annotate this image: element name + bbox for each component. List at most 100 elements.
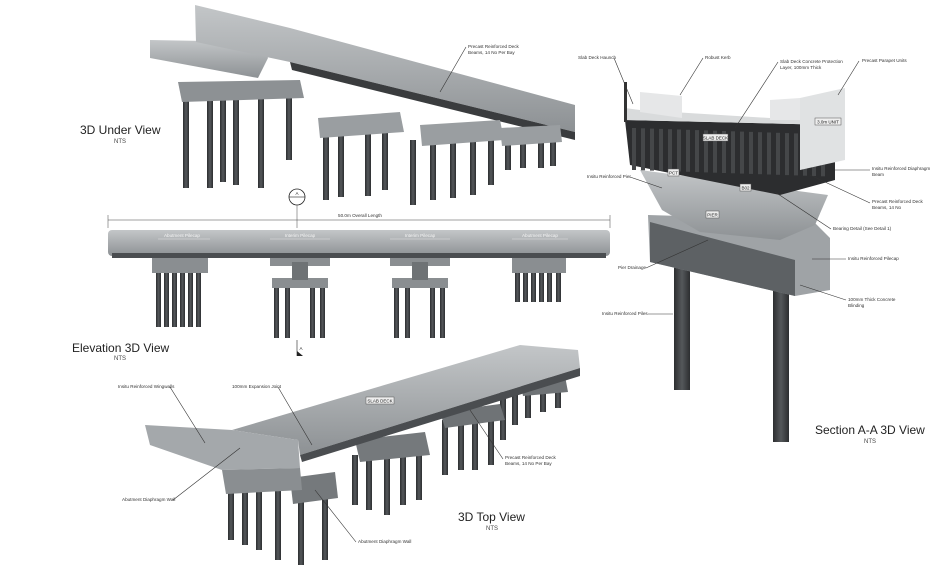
- section-view-title: Section A-A 3D View: [815, 423, 925, 437]
- beam-rib: [776, 132, 780, 175]
- under-view-deck-beams: [290, 62, 575, 140]
- abutment-pilecap-right: [512, 255, 566, 273]
- pile: [164, 270, 169, 327]
- label-blinding: 100mm Thick Concrete: [848, 297, 896, 302]
- slab-deck-tag: [365, 396, 395, 405]
- pile: [458, 420, 464, 470]
- under-view-title: 3D Under View: [80, 123, 161, 137]
- interim-pilecap-2: [392, 278, 448, 288]
- pile: [242, 485, 248, 545]
- section-parapet-right: [800, 88, 845, 170]
- label-deck-beams-cont: Beams, 14 No Per Bay: [505, 461, 552, 466]
- pile: [430, 140, 436, 200]
- pile: [539, 270, 544, 302]
- pile: [180, 270, 185, 327]
- top-view-title: 3D Top View: [458, 510, 525, 524]
- label-blinding-cont: Blinding: [848, 303, 865, 308]
- leader-line: [809, 174, 871, 204]
- label-haunch: Slab Deck Haunch: [578, 55, 616, 60]
- beam-rib: [767, 132, 771, 175]
- section-marker-letter: A: [295, 191, 298, 196]
- leader-line: [613, 57, 634, 105]
- pile: [430, 286, 435, 338]
- beam-rib: [632, 128, 636, 170]
- top-view-wingwall-deck: [145, 425, 300, 470]
- pile: [523, 270, 528, 302]
- elevation-view-title: Elevation 3D View: [72, 341, 170, 355]
- pilecap-label: Interim Pilecap: [405, 233, 436, 238]
- b02-tag-text: B02: [741, 186, 750, 191]
- leader-line: [277, 386, 313, 446]
- pile: [338, 132, 344, 197]
- section-kerb-right: [770, 98, 800, 120]
- label-pilecap: Insitu Reinforced Pilecap: [848, 256, 899, 261]
- section-marker-bottom-letter: A: [299, 346, 302, 351]
- pile: [188, 270, 193, 327]
- pile: [525, 388, 531, 418]
- leader-line: [799, 284, 847, 301]
- under-view: 3D Under View NTS Precast Reinforced Dec…: [80, 5, 575, 205]
- label-deck-beams: Precast Reinforced Deck: [505, 455, 557, 460]
- unit-tag: [814, 117, 842, 126]
- beam-rib: [641, 128, 645, 171]
- pier-tag-text: PIER: [707, 213, 718, 218]
- pilecap-label: Abutment Pilecap: [522, 233, 558, 238]
- leader-line: [774, 191, 832, 230]
- beam-rib: [695, 130, 699, 173]
- unit-tag-text: 3.0m UNIT: [817, 120, 839, 125]
- elevation-deck-beams: [112, 253, 606, 258]
- section-pile-right: [773, 290, 789, 442]
- top-view: SLAB DECK Insitu Reinforced Wingwalls 10…: [118, 345, 580, 565]
- label-abutment-wall: Abutment Diaphragm Wall: [358, 539, 411, 544]
- pile: [538, 140, 544, 168]
- leader-line: [172, 447, 241, 501]
- leader-line: [314, 489, 357, 543]
- pile: [472, 420, 478, 470]
- pile: [172, 270, 177, 327]
- pile: [196, 270, 201, 327]
- pile: [384, 455, 390, 515]
- beam-rib: [722, 131, 726, 173]
- section-view: 3.0m UNIT SLAB DECK PCT B02 PIER Slab De…: [578, 55, 930, 445]
- pile: [394, 286, 399, 338]
- beam-rib: [704, 130, 708, 173]
- top-view-abutment-pilecap: [290, 472, 338, 504]
- interim-pier-cap-1: [270, 256, 330, 266]
- leader-line: [469, 409, 504, 460]
- label-piles: Insitu Reinforced Piles: [602, 311, 648, 316]
- label-deck-beams-cont: Beams, 14 No Per Bay: [468, 50, 515, 55]
- section-view-scale: NTS: [864, 439, 876, 445]
- pile: [220, 95, 226, 182]
- pile: [512, 390, 518, 425]
- pile: [320, 286, 325, 338]
- pile: [440, 286, 445, 338]
- pile: [286, 95, 292, 160]
- leader-line: [169, 386, 206, 444]
- pile: [442, 420, 448, 475]
- pile: [540, 388, 546, 412]
- pile: [322, 495, 328, 560]
- elevation-deck: [108, 230, 610, 256]
- pile: [323, 132, 329, 200]
- pile: [400, 455, 406, 505]
- pile: [531, 270, 536, 302]
- slab-deck-tag: [702, 133, 729, 142]
- label-wingwalls: Insitu Reinforced Wingwalls: [118, 384, 175, 389]
- slab-deck-tag-text: SLAB DECK: [367, 399, 392, 404]
- beam-rib: [749, 131, 753, 174]
- label-deck-beams: Precast Reinforced Deck: [872, 199, 924, 204]
- label-diaphragm: Insitu Reinforced Diaphragm: [872, 166, 930, 171]
- interim-pier-2: [412, 262, 428, 280]
- beam-rib: [713, 130, 717, 173]
- under-view-pier-cap-4: [500, 125, 562, 146]
- pile: [233, 95, 239, 185]
- pile: [274, 286, 279, 338]
- pile: [488, 140, 494, 185]
- pile: [156, 270, 161, 327]
- pilecap-labels: Abutment Pilecap Interim Pilecap Interim…: [158, 233, 568, 240]
- beam-rib: [740, 131, 744, 174]
- label-deck-beams-cont: Beams, 14 No: [872, 205, 902, 210]
- pile: [352, 455, 358, 505]
- leader-line: [629, 176, 663, 189]
- under-view-pier-cap: [178, 80, 304, 102]
